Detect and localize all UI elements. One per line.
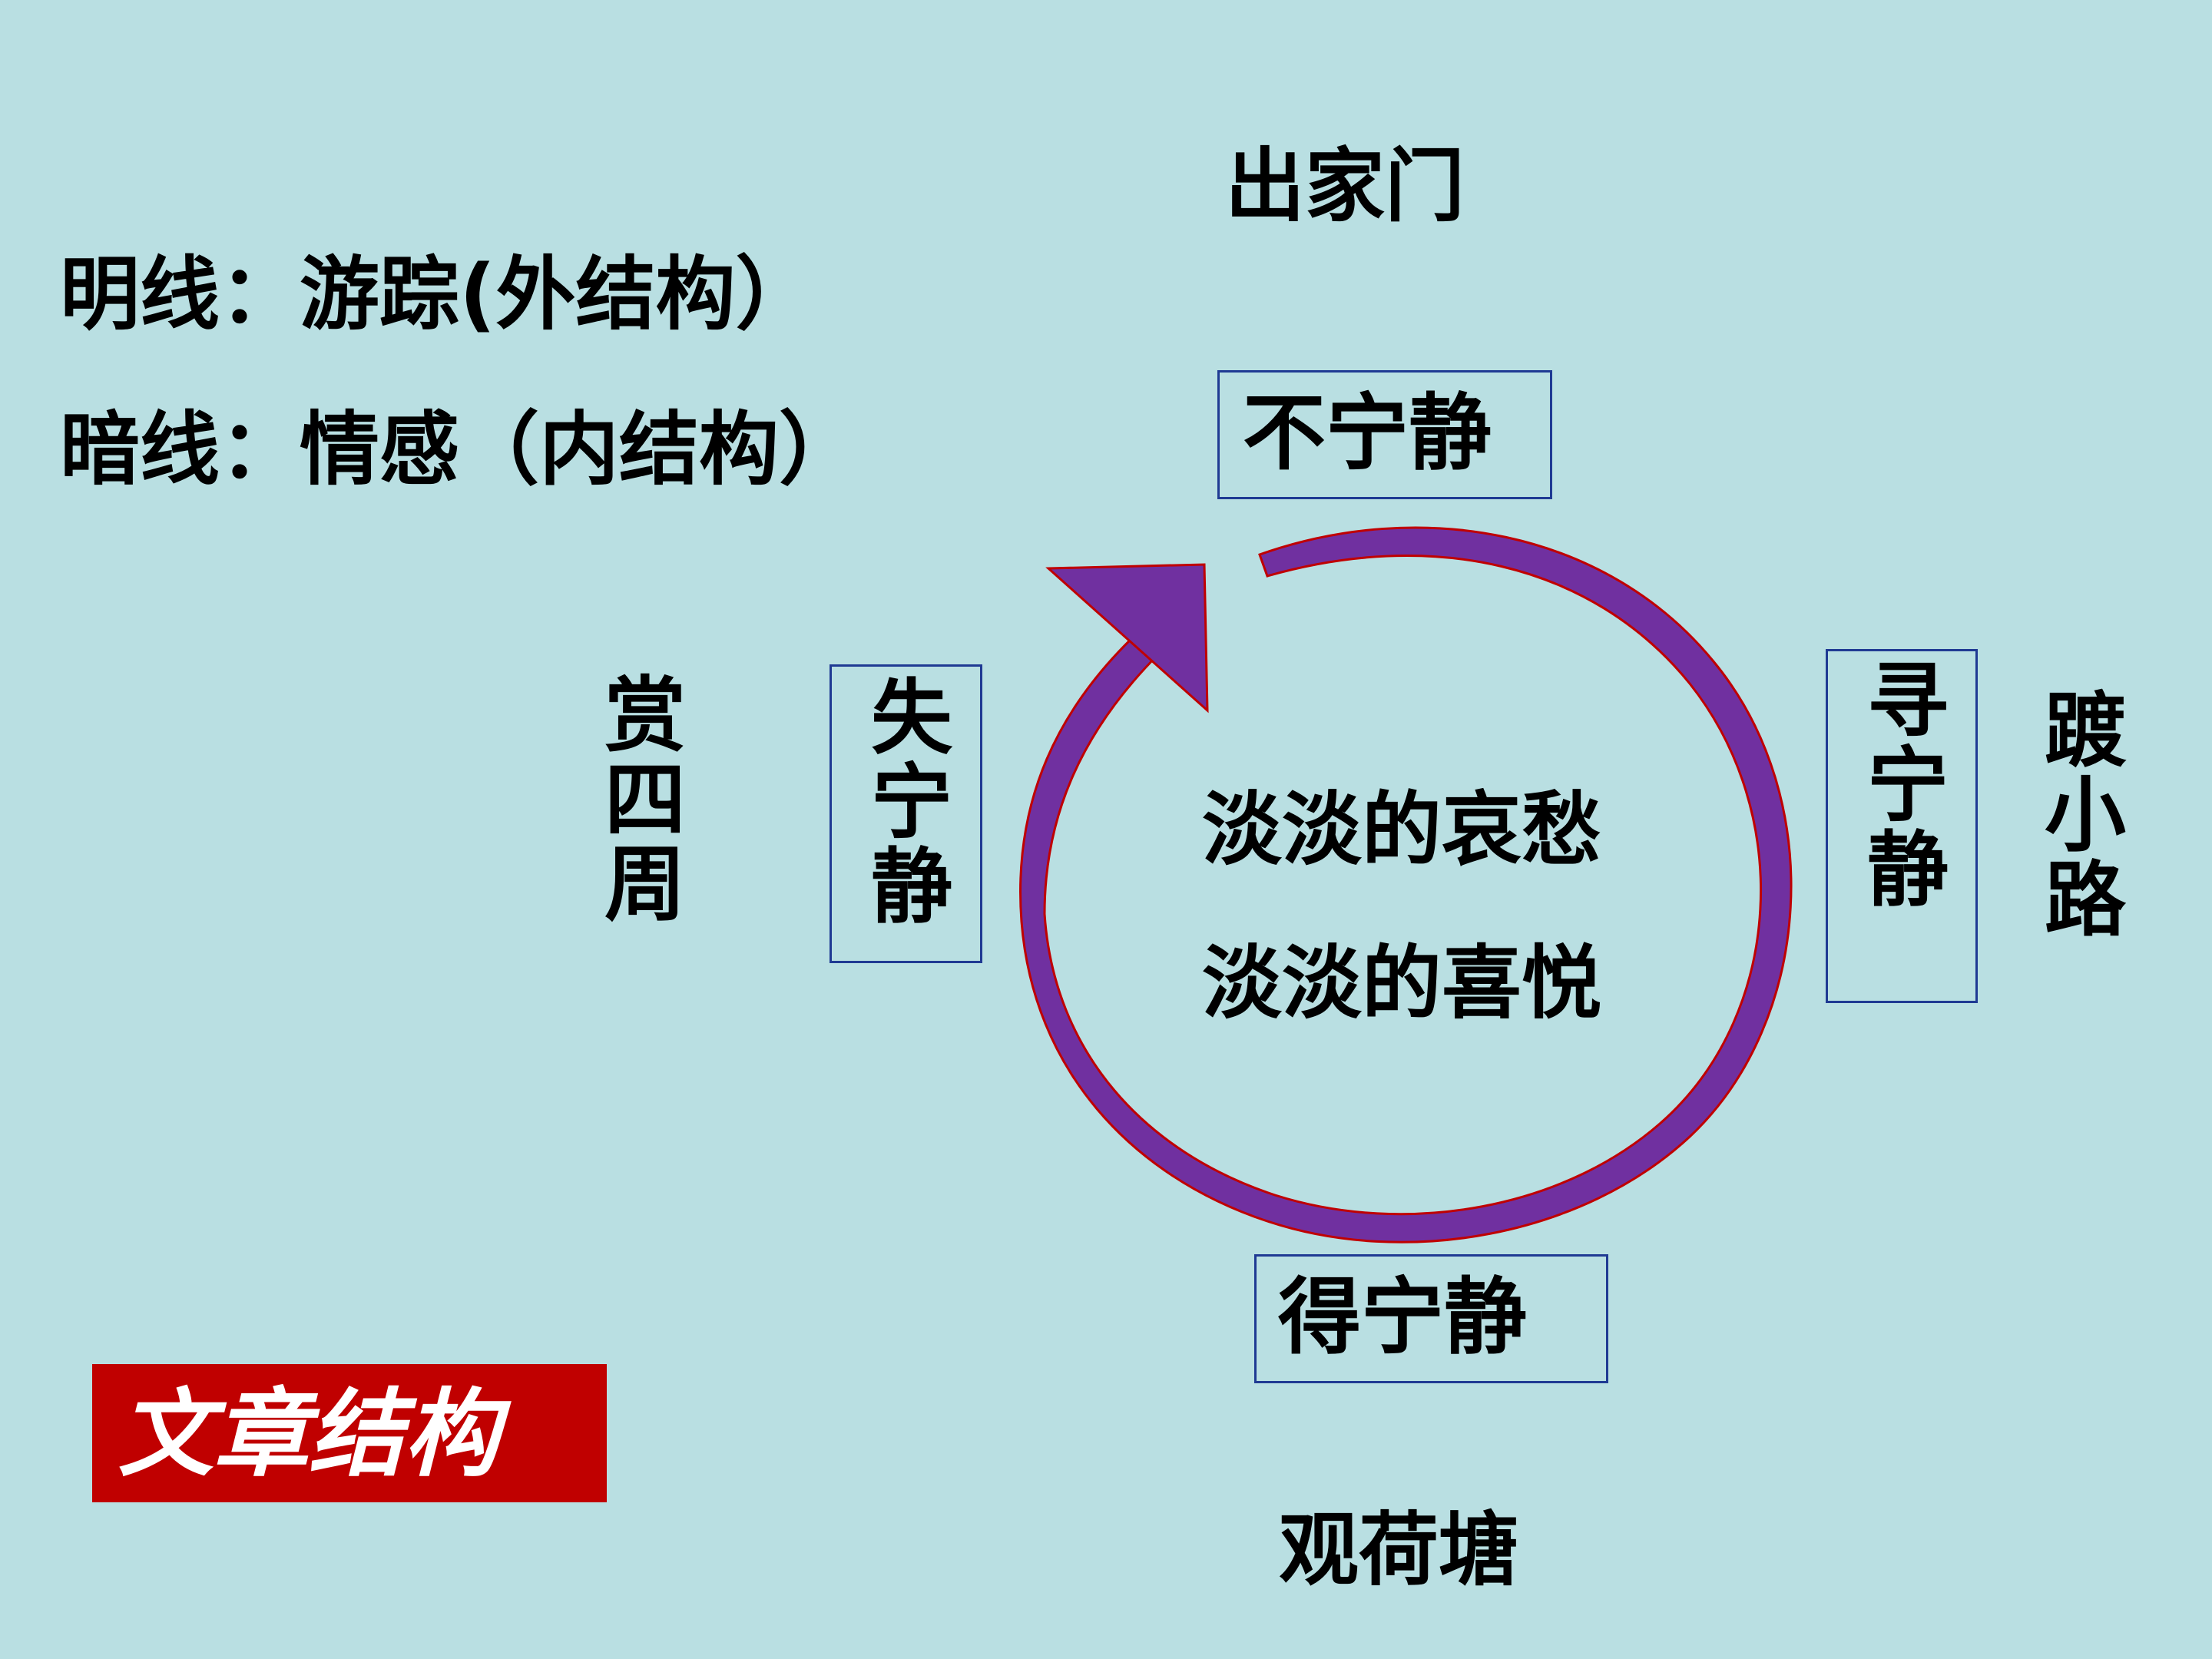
bottom-box-text: 得宁静 [1278, 1270, 1528, 1366]
top-box-text: 不宁静 [1243, 386, 1492, 482]
top-box: 不宁静 [1217, 370, 1552, 499]
right-box-text: 寻宁静 [1853, 657, 1948, 911]
left-box: 失宁静 [830, 664, 982, 963]
center-line-2: 淡淡的喜悦 [1202, 936, 1602, 1030]
article-structure-banner: 文章结构 [92, 1364, 607, 1502]
explicit-line-text: 明线：游踪(外结构） [60, 247, 816, 341]
implicit-line-text: 暗线：情感（内结构） [60, 402, 859, 496]
center-line-1: 淡淡的哀愁 [1202, 783, 1602, 876]
right-label: 踱小路 [2031, 687, 2125, 941]
arrow-head [1045, 563, 1209, 714]
left-box-text: 失宁静 [857, 674, 952, 928]
bottom-label: 观荷塘 [1279, 1503, 1519, 1597]
left-label: 赏四周 [591, 672, 685, 926]
bottom-box: 得宁静 [1254, 1254, 1608, 1383]
right-box: 寻宁静 [1826, 649, 1978, 1003]
top-label: 出家门 [1225, 139, 1465, 233]
banner-label: 文章结构 [118, 1379, 500, 1490]
